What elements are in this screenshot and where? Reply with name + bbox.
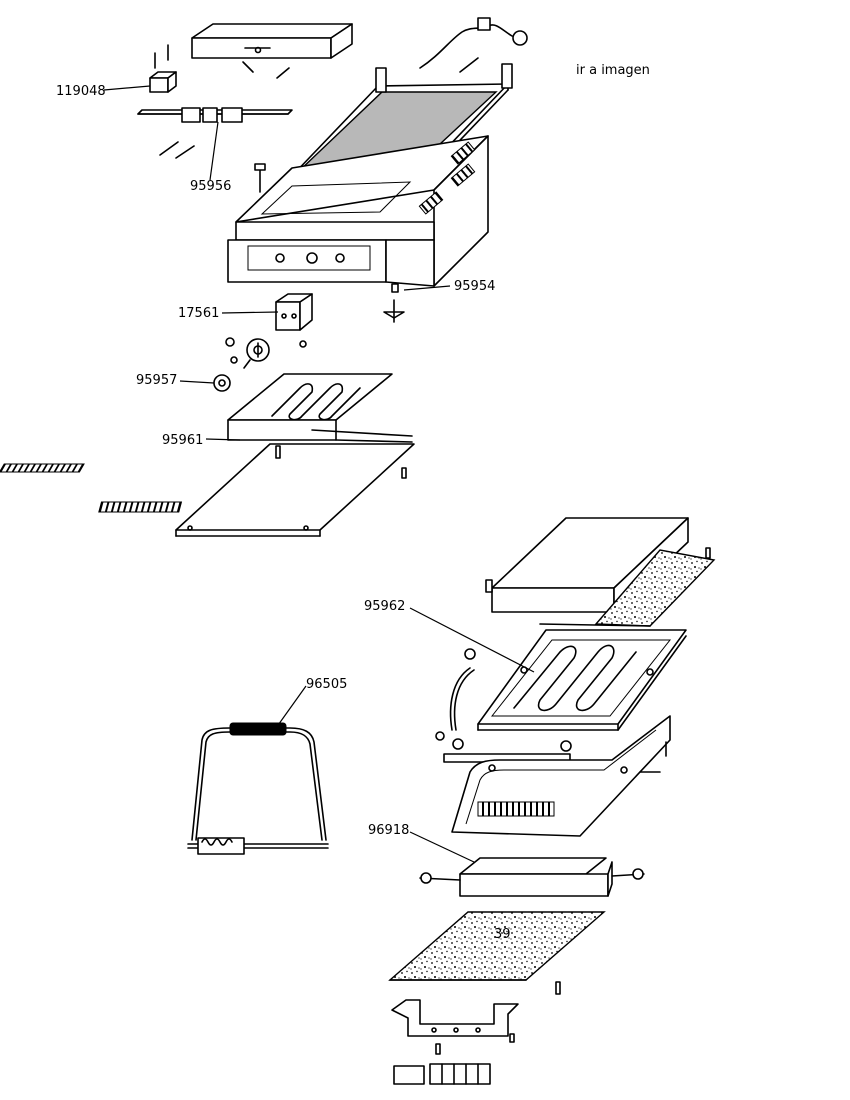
part-96505-handle: [187, 722, 329, 855]
label-17561: 17561: [178, 306, 219, 321]
part-96918-housing: [419, 857, 645, 897]
part-95956-terminal-bar: [137, 107, 293, 159]
grill-main-body: [227, 63, 513, 287]
power-cord: [419, 17, 528, 73]
label-96918: 96918: [368, 823, 409, 838]
screw-95954-area: [254, 163, 405, 323]
go-to-image-link[interactable]: ir a imagen: [576, 63, 650, 78]
lid-frame: [451, 715, 671, 837]
insulation-pad-top: [485, 547, 716, 627]
part-95961-heating-element: [227, 373, 413, 443]
screws-top: [154, 44, 290, 79]
terminal-blocks: [393, 1063, 491, 1085]
part-95962-upper-heating-plate: [477, 629, 687, 731]
bottom-base-plate: [0, 443, 415, 537]
mounting-bracket: [391, 999, 519, 1055]
leader-lines: [103, 85, 535, 863]
part-119048-switch: [149, 71, 177, 93]
label-95954: 95954: [454, 279, 495, 294]
insulation-pad-bottom: 39: [388, 911, 606, 995]
wire-lead: [435, 648, 476, 750]
part-17561-relay: [275, 293, 313, 331]
label-95957: 95957: [136, 373, 177, 388]
label-95961: 95961: [162, 433, 203, 448]
label-95956: 95956: [190, 179, 231, 194]
plate-number-text: 39: [494, 927, 511, 942]
label-96505: 96505: [306, 677, 347, 692]
part-95957-knob: [213, 374, 231, 392]
knob-assembly: [225, 337, 307, 369]
top-lid-cover: [191, 23, 353, 59]
label-119048: 119048: [56, 84, 106, 99]
label-95962: 95962: [364, 599, 405, 614]
